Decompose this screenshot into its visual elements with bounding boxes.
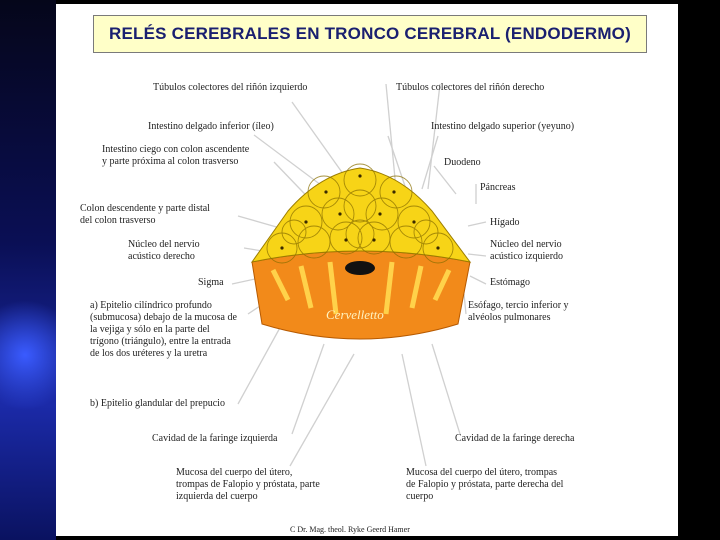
label-colon-descendente: Colon descendente y parte distal del col…	[80, 203, 210, 226]
label-esofago: Esófago, tercio inferior y alvéolos pulm…	[468, 300, 569, 323]
yellow-circles	[266, 163, 454, 264]
label-sigma: Sigma	[198, 277, 224, 288]
left-background-bar	[0, 0, 80, 540]
label-intestino-inferior: Intestino delgado inferior (íleo)	[148, 121, 274, 132]
label-tubulos-der: Túbulos colectores del riñón derecho	[396, 82, 545, 93]
page-title: RELÉS CEREBRALES EN TRONCO CEREBRAL (END…	[109, 24, 631, 43]
orange-stripes	[270, 261, 452, 315]
label-mucosa-der: Mucosa del cuerpo del útero, trompas de …	[406, 467, 564, 502]
label-tubulos-izq: Túbulos colectores del riñón izquierdo	[153, 82, 308, 93]
slide: RELÉS CEREBRALES EN TRONCO CEREBRAL (END…	[56, 4, 678, 536]
label-estomago: Estómago	[490, 277, 530, 288]
label-faringe-der: Cavidad de la faringe derecha	[455, 433, 575, 444]
label-nucleo-derecho: Núcleo del nervio acústico derecho	[128, 239, 200, 262]
label-epitelio: a) Epitelio cilíndrico profundo (submuco…	[90, 300, 237, 359]
brainstem-cavity	[345, 261, 375, 275]
label-faringe-izq: Cavidad de la faringe izquierda	[152, 433, 278, 444]
copyright-credit: C Dr. Mag. theol. Ryke Geerd Hamer	[290, 525, 410, 534]
label-nucleo-izquierdo: Núcleo del nervio acústico izquierdo	[490, 239, 564, 262]
label-prepucio: b) Epitelio glandular del prepucio	[90, 398, 225, 409]
brainstem-diagram: Cervelletto	[231, 83, 487, 467]
label-pancreas: Páncreas	[480, 182, 516, 193]
title-box: RELÉS CEREBRALES EN TRONCO CEREBRAL (END…	[93, 15, 647, 53]
label-higado: Hígado	[490, 217, 520, 228]
label-intestino-superior: Intestino delgado superior (yeyuno)	[431, 121, 575, 132]
relay-dots	[280, 174, 440, 250]
label-duodeno: Duodeno	[444, 157, 481, 168]
label-intestino-ciego: Intestino ciego con colon ascendente y p…	[102, 144, 250, 167]
cervelletto-label: Cervelletto	[326, 307, 384, 322]
label-mucosa-izq: Mucosa del cuerpo del útero, trompas de …	[176, 467, 320, 502]
